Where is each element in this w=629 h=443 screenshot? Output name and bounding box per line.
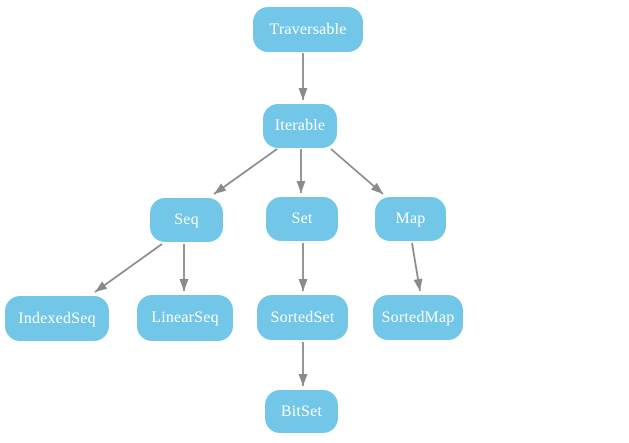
node-map: Map [375,197,446,241]
node-iterable: Iterable [263,104,337,148]
node-label: Set [291,210,313,227]
node-seq: Seq [150,198,223,242]
node-sortedset: SortedSet [257,295,348,340]
edge-seq-indexedseq [94,243,163,293]
node-label: Traversable [269,20,347,38]
node-set: Set [266,197,338,241]
edge-iterable-map [330,148,384,195]
node-label: BitSet [280,402,323,420]
node-linearseq: LinearSeq [137,295,233,341]
node-label: SortedSet [270,308,335,326]
node-indexedseq: IndexedSeq [5,296,109,341]
node-traversable: Traversable [253,7,363,52]
edge-iterable-seq [213,148,278,195]
node-bitset: BitSet [265,390,338,433]
node-label: IndexedSeq [18,309,96,327]
node-label: Map [395,210,426,227]
node-label: Seq [174,211,199,228]
edge-map-sortedmap [411,242,423,292]
node-sortedmap: SortedMap [373,295,463,340]
node-label: LinearSeq [151,309,219,326]
node-label: SortedMap [381,308,455,326]
node-label: Iterable [274,117,326,134]
